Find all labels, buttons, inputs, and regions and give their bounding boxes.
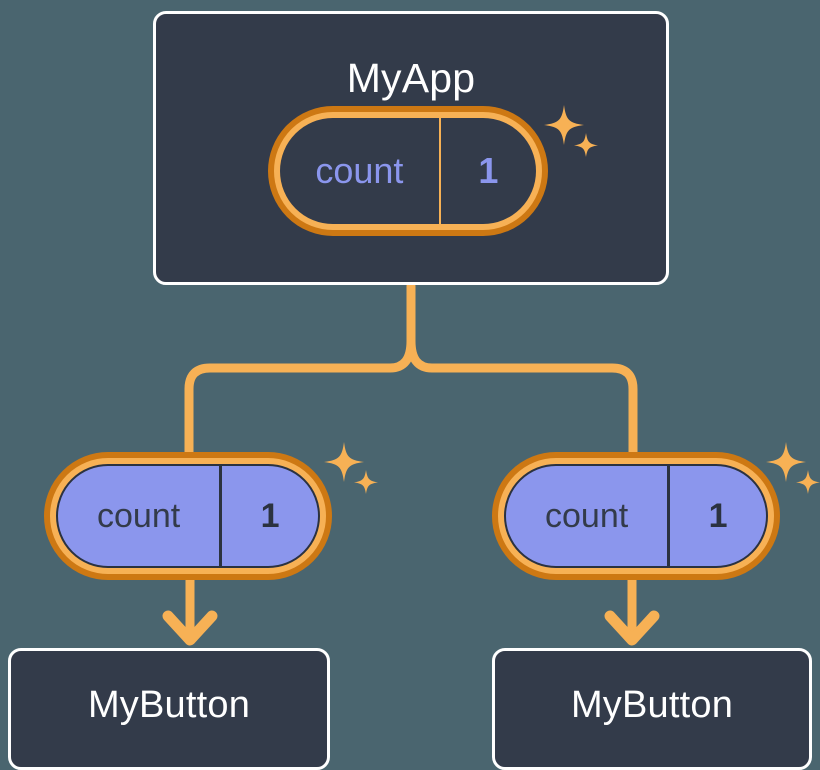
- connector-branch-left: [184, 336, 416, 457]
- panel-title: MyButton: [570, 684, 734, 726]
- state-value-label: 1: [667, 466, 766, 566]
- state-pill-myapp[interactable]: count 1: [268, 106, 548, 236]
- state-key-label: count: [97, 496, 181, 535]
- state-pill-child-right[interactable]: count 1: [492, 452, 780, 580]
- state-value-label: 1: [219, 466, 318, 566]
- state-key-label: count: [545, 496, 629, 535]
- state-pill-inner: count 1: [56, 464, 320, 568]
- state-pill-inner: count 1: [504, 464, 768, 568]
- connector-branch-right: [406, 336, 638, 457]
- state-value-label: 1: [438, 118, 536, 224]
- panel-mybutton-right[interactable]: MyButton: [492, 648, 812, 770]
- panel-mybutton-left[interactable]: MyButton: [8, 648, 330, 770]
- arrow-down-icon-left: [162, 610, 218, 646]
- state-pill-inner: count 1: [280, 118, 536, 224]
- arrow-down-icon-right: [604, 610, 660, 646]
- state-pill-child-left[interactable]: count 1: [44, 452, 332, 580]
- panel-title: MyButton: [87, 684, 251, 726]
- state-key-label: count: [315, 150, 404, 191]
- page-title: MyApp: [346, 55, 476, 101]
